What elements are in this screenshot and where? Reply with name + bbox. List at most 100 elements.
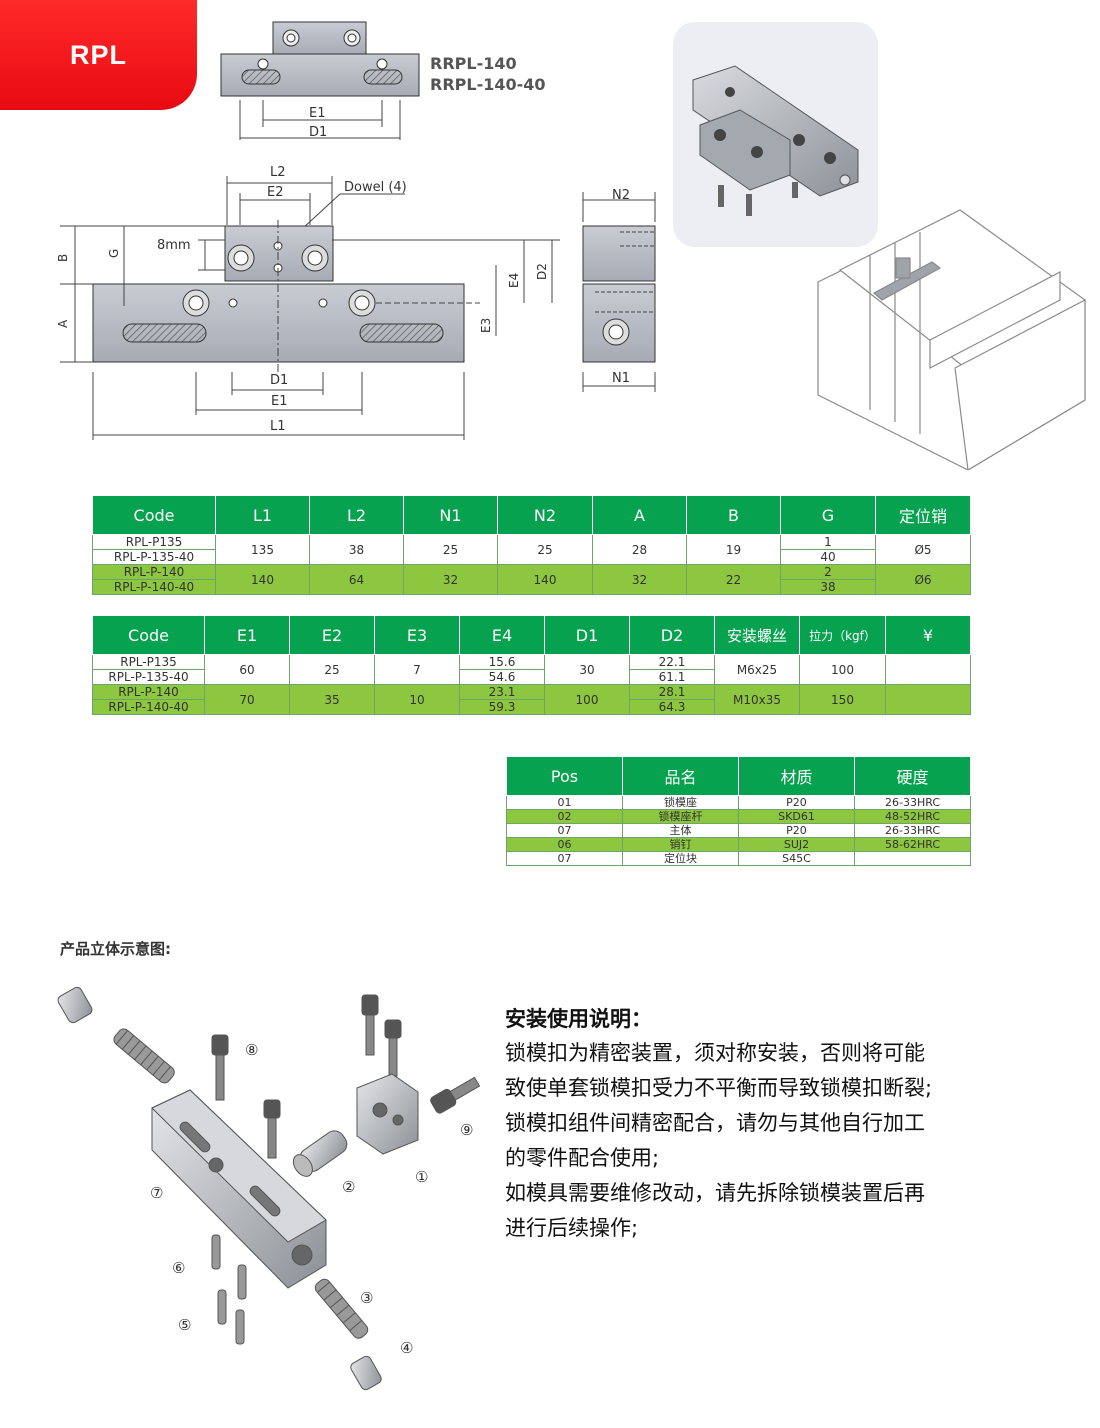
dim-a: A xyxy=(56,319,70,328)
pos-cell: 06 xyxy=(506,837,623,852)
e1-cell: 60 xyxy=(204,654,290,685)
n1-cell: 25 xyxy=(403,534,498,565)
col-price: ¥ xyxy=(885,615,971,655)
table-row: RPL-P135 60 25 7 15.6 30 22.1 M6x25 100 xyxy=(92,654,971,685)
table2-header: Code E1 E2 E3 E4 D1 D2 安装螺丝 拉力（kgf） ¥ xyxy=(92,615,971,655)
instruction-line: 锁模扣组件间精密配合，请勿与其他自行加工 xyxy=(505,1111,925,1135)
table-row: RPL-P-140 140 64 32 140 32 22 2 Ø6 xyxy=(92,564,971,595)
force-cell: 150 xyxy=(799,684,886,715)
instruction-line: 进行后续操作; xyxy=(505,1216,639,1240)
col-d1: D1 xyxy=(544,615,630,655)
part-label-9: ⑨ xyxy=(460,1121,473,1139)
a-cell: 32 xyxy=(592,564,687,595)
part-label-1: ① xyxy=(415,1168,428,1186)
pos-cell: 07 xyxy=(506,851,623,866)
technical-drawing: E1 D1 RRPL-140 RRPL-140-40 xyxy=(56,21,1086,470)
name-cell: 主体 xyxy=(622,823,739,838)
col-e2: E2 xyxy=(289,615,375,655)
code-cell: RPL-P-140 xyxy=(92,564,216,580)
col-g: G xyxy=(780,495,876,535)
part-label-8: ⑧ xyxy=(245,1041,258,1059)
category-badge: RPL xyxy=(0,0,197,110)
screw-cell: M10x35 xyxy=(714,684,800,715)
dim-n2: N2 xyxy=(612,188,630,203)
col-e4: E4 xyxy=(459,615,545,655)
code-cell: RPL-P-135-40 xyxy=(92,669,205,685)
g-cell: 38 xyxy=(780,579,876,595)
table-row: 07 主体 P20 26-33HRC xyxy=(506,823,971,838)
code-cell: RPL-P-140 xyxy=(92,684,205,700)
dim-l2: L2 xyxy=(270,165,286,180)
e2-cell: 25 xyxy=(289,654,375,685)
dim-e2: E2 xyxy=(267,185,284,200)
spec-table-2: Code E1 E2 E3 E4 D1 D2 安装螺丝 拉力（kgf） ¥ RP… xyxy=(92,615,971,715)
d2-cell: 22.1 xyxy=(629,654,715,670)
spec-table-1: Code L1 L2 N1 N2 A B G 定位销 RPL-P135 135 … xyxy=(92,495,971,595)
col-pin: 定位销 xyxy=(875,495,971,535)
hardness-cell xyxy=(854,851,971,866)
force-cell: 100 xyxy=(799,654,886,685)
col-l2: L2 xyxy=(309,495,404,535)
dim-e3: E3 xyxy=(479,318,493,333)
table-row: 01 锁模座 P20 26-33HRC xyxy=(506,795,971,810)
col-material: 材质 xyxy=(738,756,855,796)
g-cell: 1 xyxy=(780,534,876,550)
dim-n1: N1 xyxy=(612,371,630,386)
e3-cell: 7 xyxy=(374,654,460,685)
instruction-line: 如模具需要维修改动，请先拆除锁模装置后再 xyxy=(505,1181,925,1205)
e4-cell: 15.6 xyxy=(459,654,545,670)
product-photo xyxy=(673,22,878,247)
mold-illustration xyxy=(817,209,1086,470)
b-cell: 19 xyxy=(686,534,781,565)
hardness-cell: 48-52HRC xyxy=(854,809,971,824)
a-cell: 28 xyxy=(592,534,687,565)
e2-cell: 35 xyxy=(289,684,375,715)
parts-table-header: Pos 品名 材质 硬度 xyxy=(506,756,971,796)
material-cell: SKD61 xyxy=(738,809,855,824)
pos-cell: 02 xyxy=(506,809,623,824)
table1-header: Code L1 L2 N1 N2 A B G 定位销 xyxy=(92,495,971,535)
dim-d1: D1 xyxy=(270,373,288,388)
price-cell xyxy=(885,654,971,685)
exploded-view: ⑧ ⑨ ① ② ⑦ ⑥ ③ ⑤ ④ xyxy=(57,986,481,1391)
dim-d1-top: D1 xyxy=(309,125,327,140)
col-hardness: 硬度 xyxy=(854,756,971,796)
dim-e1-top: E1 xyxy=(309,106,326,121)
exploded-view-caption: 产品立体示意图: xyxy=(60,940,171,958)
part-label-2: ② xyxy=(342,1178,355,1196)
g-cell: 2 xyxy=(780,564,876,580)
code-cell: RPL-P-135-40 xyxy=(92,549,216,565)
top-view-small xyxy=(220,21,420,140)
dim-g: G xyxy=(107,249,121,258)
l1-cell: 135 xyxy=(215,534,310,565)
material-cell: S45C xyxy=(738,851,855,866)
col-code: Code xyxy=(92,495,216,535)
name-cell: 定位块 xyxy=(622,851,739,866)
table-row: RPL-P-135-40 40 xyxy=(92,549,971,565)
table-row: RPL-P-135-40 54.6 61.1 xyxy=(92,669,971,685)
table-row: 07 定位块 S45C xyxy=(506,851,971,866)
table-row: 02 锁模座杆 SKD61 48-52HRC xyxy=(506,809,971,824)
material-cell: SUJ2 xyxy=(738,837,855,852)
col-e3: E3 xyxy=(374,615,460,655)
price-cell xyxy=(885,684,971,715)
col-screw: 安装螺丝 xyxy=(714,615,800,655)
code-cell: RPL-P135 xyxy=(92,534,216,550)
instruction-line: 致使单套锁模扣受力不平衡而导致锁模扣断裂; xyxy=(505,1076,933,1100)
pin-cell: Ø5 xyxy=(875,534,971,565)
table-row: RPL-P-140-40 38 xyxy=(92,579,971,595)
col-name: 品名 xyxy=(622,756,739,796)
e1-cell: 70 xyxy=(204,684,290,715)
hardness-cell: 58-62HRC xyxy=(854,837,971,852)
e4-cell: 23.1 xyxy=(459,684,545,700)
n2-cell: 140 xyxy=(497,564,593,595)
dim-l1: L1 xyxy=(270,419,286,434)
col-n1: N1 xyxy=(403,495,498,535)
b-cell: 22 xyxy=(686,564,781,595)
code-cell: RPL-P135 xyxy=(92,654,205,670)
d1-cell: 100 xyxy=(544,684,630,715)
name-cell: 锁模座杆 xyxy=(622,809,739,824)
table-row: RPL-P-140-40 59.3 64.3 xyxy=(92,699,971,715)
n1-cell: 32 xyxy=(403,564,498,595)
l2-cell: 64 xyxy=(309,564,404,595)
